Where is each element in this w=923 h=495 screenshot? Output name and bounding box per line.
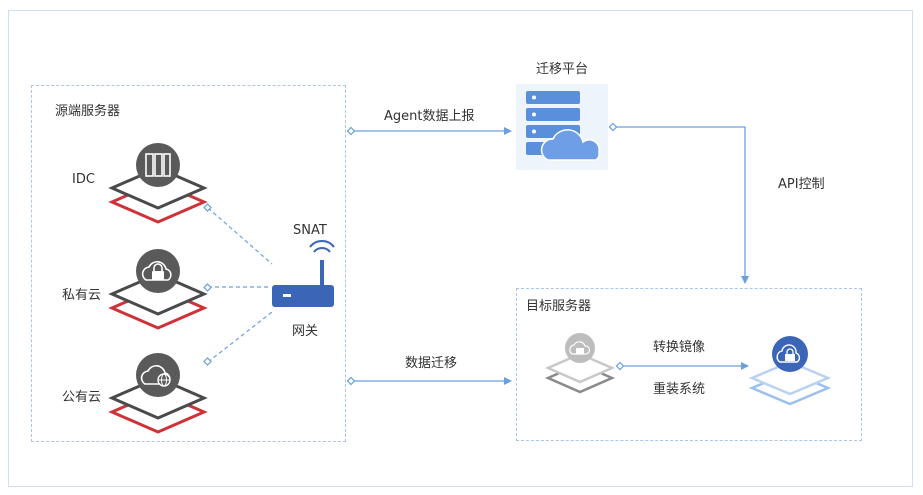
target-servers-box (516, 288, 862, 441)
cloud-lock-icon (776, 344, 801, 363)
api-control-label: API控制 (778, 177, 825, 192)
private-cloud-stack (108, 249, 208, 330)
diagram-frame (8, 10, 913, 487)
snat-label: SNAT (293, 223, 327, 238)
api-control-arrow (608, 122, 749, 284)
gateway-label: 网关 (292, 324, 319, 339)
cloud-lock-icon (569, 341, 591, 355)
data-migration-arrow (346, 376, 512, 386)
server-label-private-cloud: 私有云 (62, 288, 102, 303)
gateway-links (207, 207, 273, 363)
idc-server-stack (108, 143, 208, 224)
platform-title: 迁移平台 (536, 62, 589, 77)
link-endpoints (203, 203, 212, 366)
agent-report-arrow (346, 126, 512, 136)
convert-arrow (615, 361, 749, 371)
convert-image-label: 转换镜像 (653, 340, 706, 355)
reinstall-system-label: 重装系统 (653, 382, 706, 397)
target-servers-title: 目标服务器 (526, 299, 592, 314)
server-rack-icon (145, 153, 171, 177)
agent-report-label: Agent数据上报 (384, 109, 475, 124)
target-server-stack (748, 336, 832, 406)
target-source-stack (544, 333, 616, 394)
cloud-lock-icon (141, 261, 172, 281)
data-migration-label: 数据迁移 (405, 356, 458, 371)
server-label-idc: IDC (72, 172, 95, 187)
migration-platform-icon (516, 84, 608, 170)
source-servers-title: 源端服务器 (55, 104, 121, 119)
gateway-router-icon (272, 240, 335, 307)
cloud-globe-icon (140, 365, 171, 387)
server-label-public-cloud: 公有云 (62, 390, 102, 405)
source-servers-box (31, 85, 346, 442)
public-cloud-stack (108, 353, 208, 434)
